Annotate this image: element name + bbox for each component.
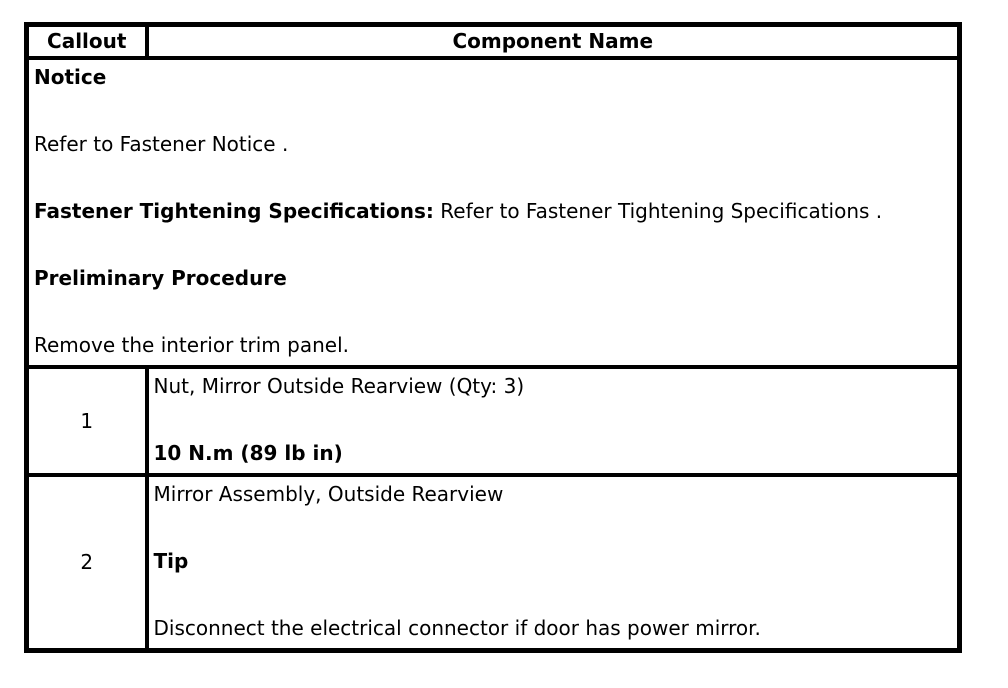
tip-heading: Tip bbox=[153, 548, 189, 573]
component-cell: Nut, Mirror Outside Rearview (Qty: 3) 10… bbox=[144, 364, 962, 477]
header-component-name: Component Name bbox=[144, 22, 962, 60]
callout-number: 2 bbox=[24, 472, 149, 652]
notice-remove-trim: Remove the interior trim panel. bbox=[34, 332, 349, 357]
tip-text: Disconnect the electrical connector if d… bbox=[153, 615, 761, 640]
notice-title: Notice bbox=[34, 64, 107, 89]
component-cell: Mirror Assembly, Outside Rearview Tip Di… bbox=[144, 472, 962, 652]
notice-cell: Notice Refer to Fastener Notice . Fasten… bbox=[24, 55, 962, 369]
notice-fastener-notice: Refer to Fastener Notice . bbox=[34, 131, 289, 156]
notice-preliminary-procedure: Preliminary Procedure bbox=[34, 265, 287, 290]
table-row: 2 Mirror Assembly, Outside Rearview Tip … bbox=[24, 472, 962, 652]
callout-number: 1 bbox=[24, 364, 149, 477]
torque-spec-text: 10 N.m (89 lb in) bbox=[153, 440, 343, 465]
table-row: 1 Nut, Mirror Outside Rearview (Qty: 3) … bbox=[24, 364, 962, 477]
notice-row: Notice Refer to Fastener Notice . Fasten… bbox=[24, 55, 962, 369]
component-spec-table: Callout Component Name Notice Refer to F… bbox=[24, 22, 962, 653]
header-row: Callout Component Name bbox=[24, 22, 962, 60]
header-callout: Callout bbox=[24, 22, 149, 60]
component-name-text: Nut, Mirror Outside Rearview (Qty: 3) bbox=[153, 373, 525, 398]
component-name-text: Mirror Assembly, Outside Rearview bbox=[153, 481, 504, 506]
notice-tightening-specs: Fastener Tightening Specifications: Refe… bbox=[34, 198, 883, 223]
